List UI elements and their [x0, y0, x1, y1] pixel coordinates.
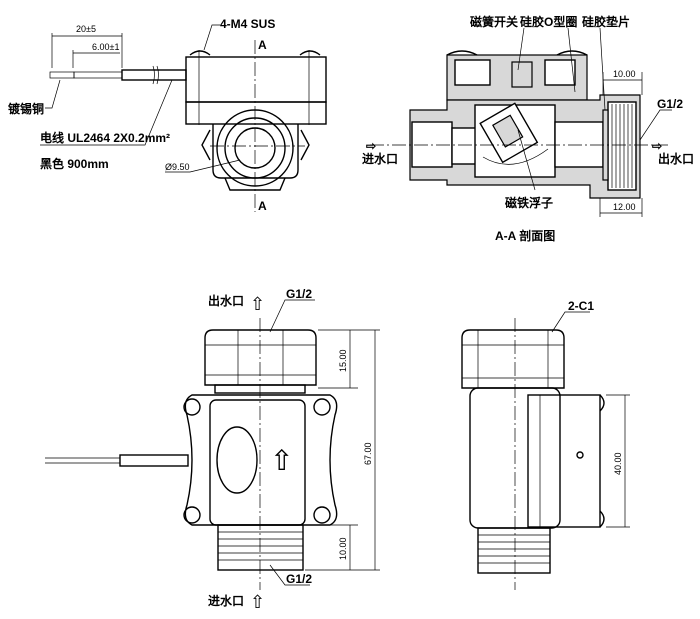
inlet-label: 进水口 [208, 593, 244, 608]
outlet-thread-leader [269, 299, 315, 333]
tinned-copper-end [49, 71, 75, 79]
section-title: A-A 剖面图 [495, 228, 555, 243]
side-nut [461, 329, 565, 389]
dim-total: 67.00 [363, 442, 373, 465]
cover-cavity [544, 59, 576, 86]
side-screws [599, 394, 605, 528]
reed-switch [511, 61, 533, 88]
section-view: ⇨ ⇨ 进水口 出水口 磁簧开关 硅胶O型圈 硅胶垫片 10.00 12.00 … [362, 14, 694, 243]
bore-leader [165, 159, 241, 173]
front-dim-lines [305, 329, 380, 571]
label-leaders [517, 27, 606, 111]
side-view: 40.00 2-C1 [461, 299, 630, 590]
outlet-arrow-icon: ⇨ [652, 139, 662, 153]
dim-strip-total: 20±5 [76, 24, 96, 34]
nut-edges [205, 330, 316, 385]
chamfer-label: 2-C1 [568, 299, 594, 313]
outlet-label: 出水口 [208, 293, 244, 308]
section-mark-top: A [258, 38, 267, 52]
dim-strip-tin: 6.00±1 [92, 42, 119, 52]
inlet-thread [217, 524, 304, 571]
outlet-arrow-icon: ⇧ [250, 294, 265, 314]
side-dim-lines [606, 394, 630, 528]
side-cover [527, 394, 601, 528]
top-view: 20±5 6.00±1 镀锡铜 电线 UL2464 2X0.2mm² 黑色 90… [8, 17, 327, 213]
section-dim-lines [599, 72, 643, 217]
inlet-thread-lines [218, 531, 303, 561]
outlet-label: 出水口 [658, 151, 694, 166]
inlet-label: 进水口 [362, 151, 398, 166]
flow-direction-arrow-icon: ⇧ [270, 445, 293, 476]
sensor-cover [185, 56, 327, 103]
section-mark-bottom: A [258, 199, 267, 213]
mount-ear [313, 398, 331, 416]
side-pin [576, 451, 584, 459]
wire-cores [45, 457, 120, 464]
dim-nut: 15.00 [338, 349, 348, 372]
tin-leader [45, 79, 61, 109]
mount-ear [183, 506, 201, 524]
dim-thread: 10.00 [338, 537, 348, 560]
bore-diameter: Ø9.50 [165, 162, 190, 172]
tin-label: 镀锡铜 [8, 101, 44, 116]
mount-ear [313, 506, 331, 524]
inlet-neck [451, 127, 478, 165]
side-thread [477, 527, 551, 574]
float-leader [517, 129, 536, 191]
side-thread-lines [478, 534, 550, 564]
float-label: 磁铁浮子 [504, 195, 553, 210]
centerlines [210, 40, 305, 212]
screw-heads [189, 50, 321, 56]
wire-label: 电线 UL2464 2X0.2mm² [40, 130, 170, 145]
front-view: ⇧ 15.00 67.00 10.00 出水口 ⇧ G1/2 G1/2 进水口 … [45, 287, 380, 612]
sensor-body-top [185, 101, 327, 125]
screw-leader [203, 24, 220, 51]
dim-top: 10.00 [613, 69, 636, 79]
front-wire [119, 454, 189, 467]
section-screws [446, 50, 588, 56]
inlet-thread-leader [269, 564, 310, 586]
window-oval [216, 426, 258, 494]
outlet-thread [607, 101, 637, 191]
screw-label: 4-M4 SUS [220, 17, 275, 31]
dim-height: 40.00 [613, 452, 623, 475]
wire-leader [40, 79, 173, 146]
inlet-arrow-icon: ⇨ [366, 139, 376, 153]
float-magnet [492, 114, 524, 148]
front-body [184, 394, 338, 526]
outlet-nut [204, 329, 317, 386]
wire-color-label: 黑色 900mm [40, 156, 109, 171]
dim-bottom: 12.00 [613, 202, 636, 212]
chamfer-leader [551, 311, 590, 333]
strip-dimension-lines [51, 33, 123, 68]
outlet-thread-label: G1/2 [286, 287, 312, 301]
gasket-label: 硅胶垫片 [582, 14, 630, 29]
side-nut-edges [462, 330, 564, 388]
thread-lines [611, 104, 633, 188]
inlet-arrow-icon: ⇧ [250, 592, 265, 612]
reed-switch-label: 磁簧开关 [469, 14, 518, 29]
inlet-bore [411, 121, 453, 168]
outlet-bore [554, 121, 604, 168]
o-ring-label: 硅胶O型圈 [520, 14, 577, 29]
wire-break-mark [152, 65, 159, 85]
cover-cavity [454, 59, 491, 86]
rotation-arrow [482, 148, 549, 165]
thread-leader [639, 109, 672, 141]
mount-ear [183, 398, 201, 416]
inlet-thread-label: G1/2 [286, 572, 312, 586]
screw-axis-lines [198, 50, 310, 125]
thread-label: G1/2 [657, 97, 683, 111]
wire-core [73, 71, 123, 79]
